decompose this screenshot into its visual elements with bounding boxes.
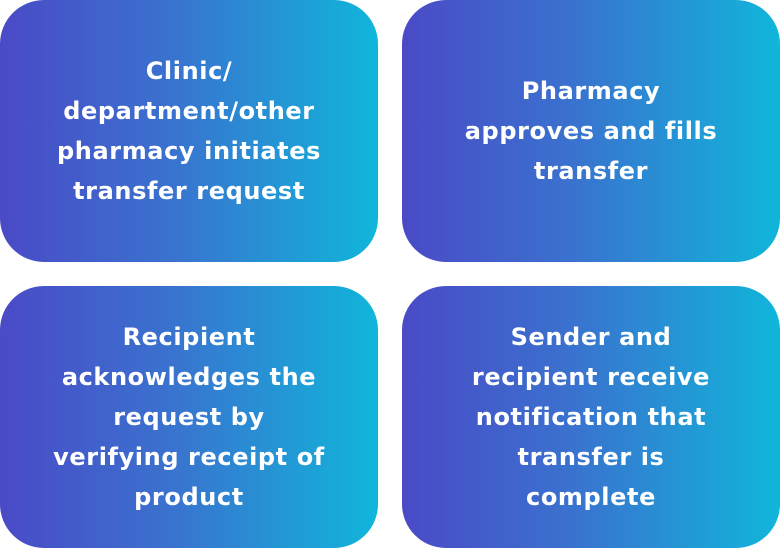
step-card-initiate-request: Clinic/ department/other pharmacy initia… (0, 0, 378, 262)
step-text: Sender and recipient receive notificatio… (471, 323, 711, 511)
step-text: Clinic/ department/other pharmacy initia… (57, 57, 321, 205)
step-card-notification-complete: Sender and recipient receive notificatio… (402, 286, 780, 548)
step-card-acknowledge-receipt: Recipient acknowledges the request by ve… (0, 286, 378, 548)
step-text: Pharmacy approves and fills transfer (464, 77, 718, 185)
step-text: Recipient acknowledges the request by ve… (53, 323, 325, 511)
step-card-approve-fill: Pharmacy approves and fills transfer (402, 0, 780, 262)
